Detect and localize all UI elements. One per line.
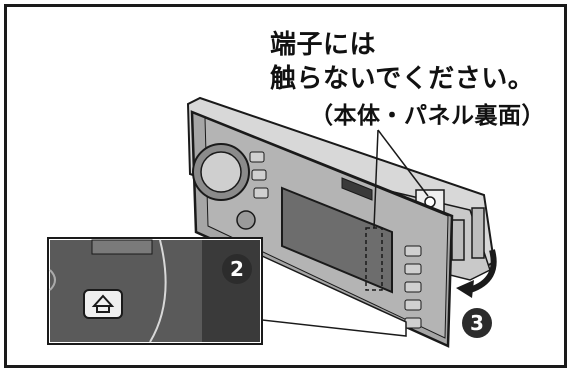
display	[281, 186, 393, 294]
step-3-badge: 3	[462, 308, 492, 338]
hinge-right	[471, 207, 485, 259]
caption-line-3: （本体・パネル裏面）	[310, 103, 545, 129]
leader-line-1	[373, 129, 379, 229]
step-2-badge: 2	[222, 254, 252, 284]
small-knob	[236, 210, 256, 230]
curved-arrow-icon	[468, 249, 497, 293]
caption-line-2: 触らないでください。	[270, 64, 535, 94]
leader-line-2	[377, 129, 429, 197]
eject-icon	[83, 289, 123, 319]
caption-line-1: 端子には	[270, 30, 377, 60]
hinge-left	[451, 219, 465, 261]
